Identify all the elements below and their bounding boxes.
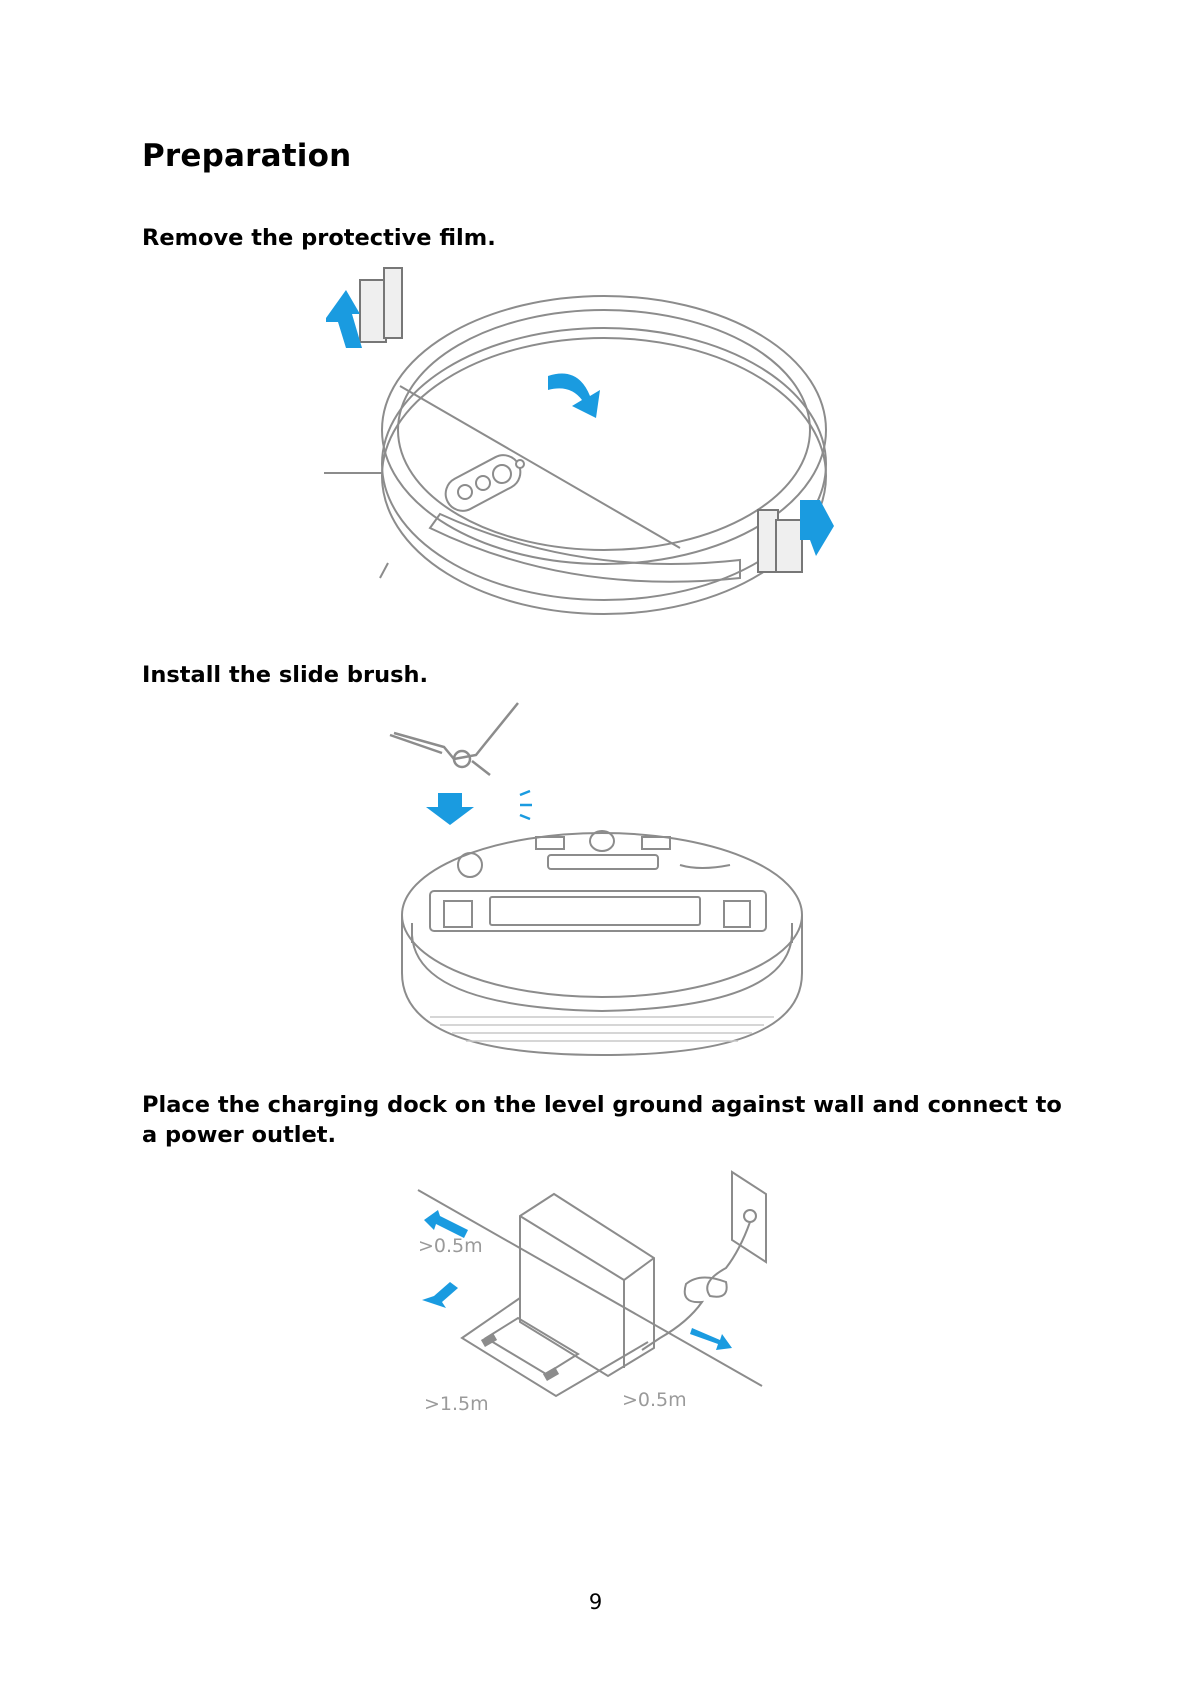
arrow-down-right-icon <box>800 500 834 556</box>
rotate-arrow-icon <box>548 374 600 419</box>
charging-dock-illustration: >0.5m >1.5m >0.5m <box>410 1172 790 1422</box>
step-place-dock: Place the charging dock on the level gro… <box>142 1090 1062 1150</box>
motion-lines-icon <box>520 791 532 819</box>
step-remove-film: Remove the protective film. <box>142 223 1062 253</box>
page-title: Preparation <box>142 138 351 174</box>
page-number: 9 <box>0 1590 1191 1614</box>
arrow-up-left-icon <box>326 290 362 348</box>
clearance-front-label: >1.5m <box>424 1393 489 1415</box>
clearance-left-label: >0.5m <box>418 1235 483 1257</box>
robot-film-illustration <box>320 278 880 628</box>
clearance-right-label: >0.5m <box>622 1389 687 1411</box>
side-brush-illustration <box>380 695 820 1060</box>
step-install-brush: Install the slide brush. <box>142 660 1062 690</box>
arrow-down-icon <box>426 793 474 825</box>
